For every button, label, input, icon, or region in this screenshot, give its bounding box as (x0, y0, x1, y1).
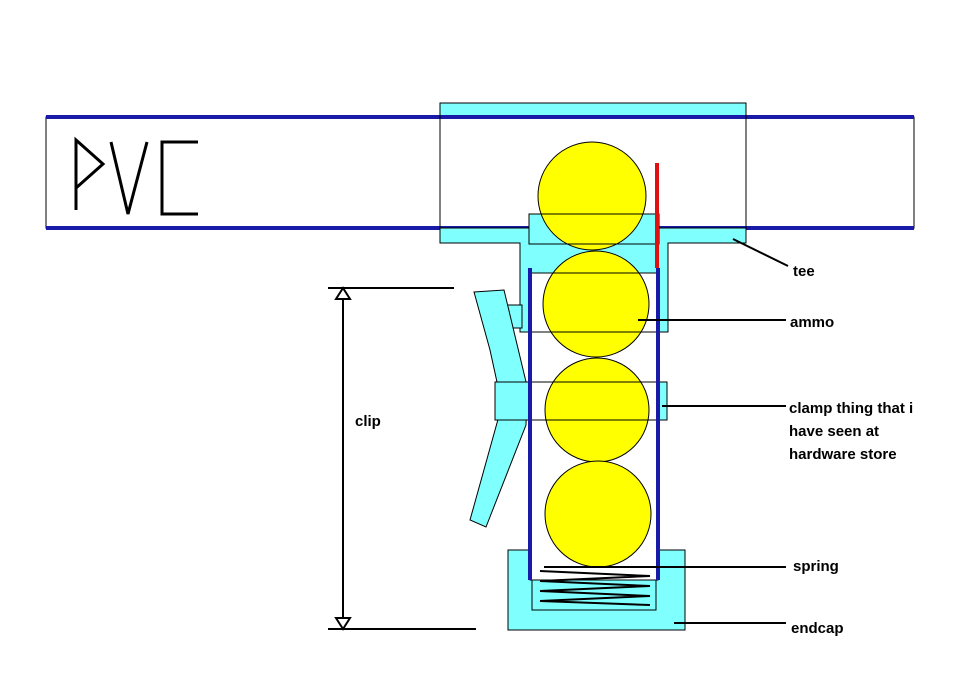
ammo-stack (537, 141, 652, 568)
ammo-ball (544, 460, 652, 568)
clip-dimension (328, 286, 476, 631)
horizontal-pvc-pipe (45, 115, 915, 230)
ammo-ball (542, 250, 650, 358)
label-clamp-line1: clamp thing that i (789, 400, 913, 417)
label-tee: tee (793, 263, 815, 280)
label-spring: spring (793, 558, 839, 575)
clamp-handle (469, 289, 528, 528)
leader-lines (544, 238, 789, 624)
pvc-lettering (74, 136, 198, 216)
ammo-ball (544, 357, 650, 463)
spring-coil (539, 570, 651, 606)
ammo-ball (537, 141, 647, 251)
label-endcap: endcap (791, 620, 844, 637)
label-clamp-line2: have seen at (789, 423, 879, 440)
label-clamp-line3: hardware store (789, 446, 897, 463)
label-clip: clip (355, 413, 381, 430)
label-ammo: ammo (790, 314, 834, 331)
fitting-overlay-lines (520, 213, 668, 421)
tee-leader (732, 238, 789, 267)
